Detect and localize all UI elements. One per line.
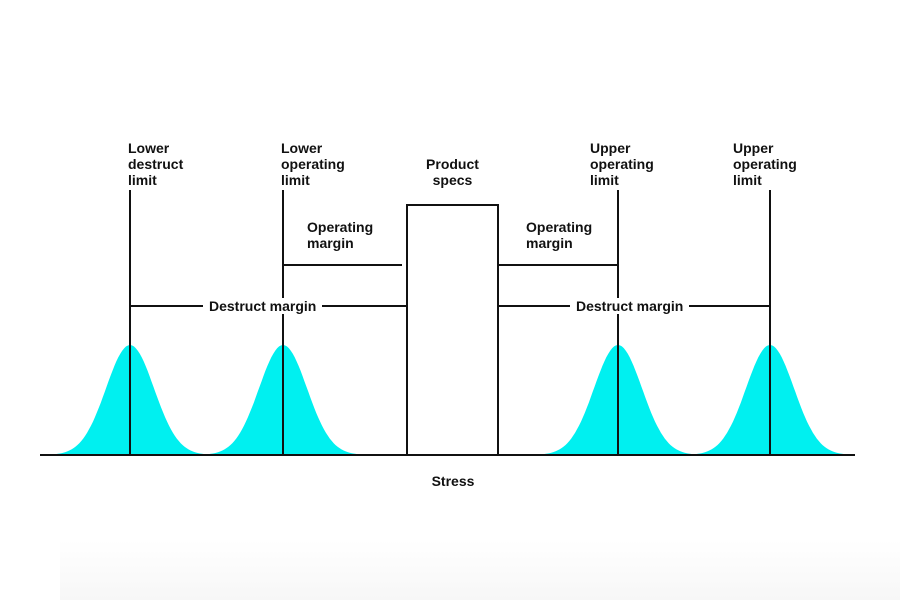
- stress-axis-label: Stress: [431, 473, 475, 489]
- upper-operating-limit-label-2: Upper operating limit: [733, 140, 797, 188]
- operating-margin-right-label: Operating margin: [526, 219, 593, 251]
- destruct-margin-left-label: Destruct margin: [203, 298, 323, 314]
- lower-destruct-limit-label: Lower destruct limit: [128, 140, 184, 188]
- destruct-margin-right-label: Destruct margin: [570, 298, 690, 314]
- product-specs-label: Product specs: [426, 156, 479, 188]
- bottom-fade: [60, 540, 900, 600]
- operating-margin-left-label: Operating margin: [307, 219, 374, 251]
- upper-operating-limit-label: Upper operating limit: [590, 140, 654, 188]
- product-specs-box: [406, 204, 499, 455]
- lower-operating-limit-label: Lower operating limit: [281, 140, 345, 188]
